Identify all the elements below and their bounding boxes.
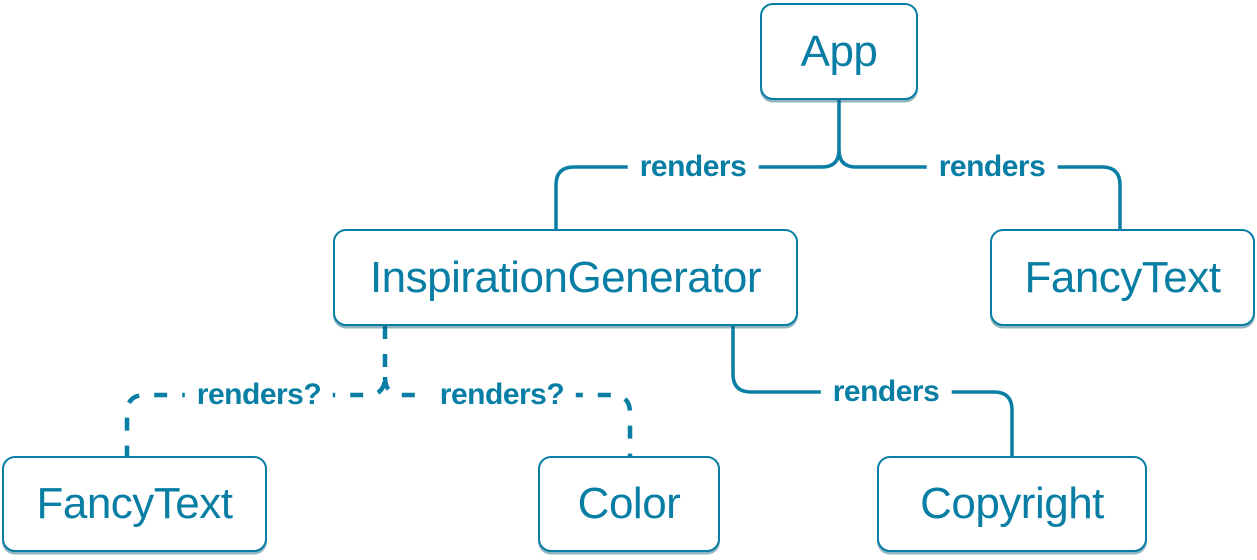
- node-fancy-text-top-label: FancyText: [1024, 252, 1221, 302]
- node-app: App: [760, 3, 918, 100]
- node-fancy-text-bottom: FancyText: [2, 456, 267, 552]
- node-copyright-label: Copyright: [920, 479, 1104, 528]
- node-copyright: Copyright: [877, 456, 1147, 552]
- node-inspiration-generator: InspirationGenerator: [333, 229, 798, 326]
- edge-label-app-fancytext: renders: [926, 151, 1058, 183]
- edge-inspirationgenerator-to-color-dashed: [382, 376, 633, 456]
- edge-label-inspirationgenerator-color: renders?: [427, 379, 577, 411]
- node-color: Color: [538, 456, 720, 552]
- edge-label-app-inspirationgenerator: renders: [627, 151, 759, 183]
- node-app-label: App: [800, 26, 878, 76]
- edge-label-inspirationgenerator-fancytext: renders?: [184, 379, 334, 411]
- node-color-label: Color: [577, 479, 681, 528]
- node-fancy-text-bottom-label: FancyText: [36, 479, 233, 528]
- edge-app-to-fancytext: [837, 149, 1122, 229]
- node-inspiration-generator-label: InspirationGenerator: [369, 252, 762, 302]
- edge-label-inspirationgenerator-copyright: renders: [820, 376, 952, 408]
- node-fancy-text-top: FancyText: [990, 229, 1255, 326]
